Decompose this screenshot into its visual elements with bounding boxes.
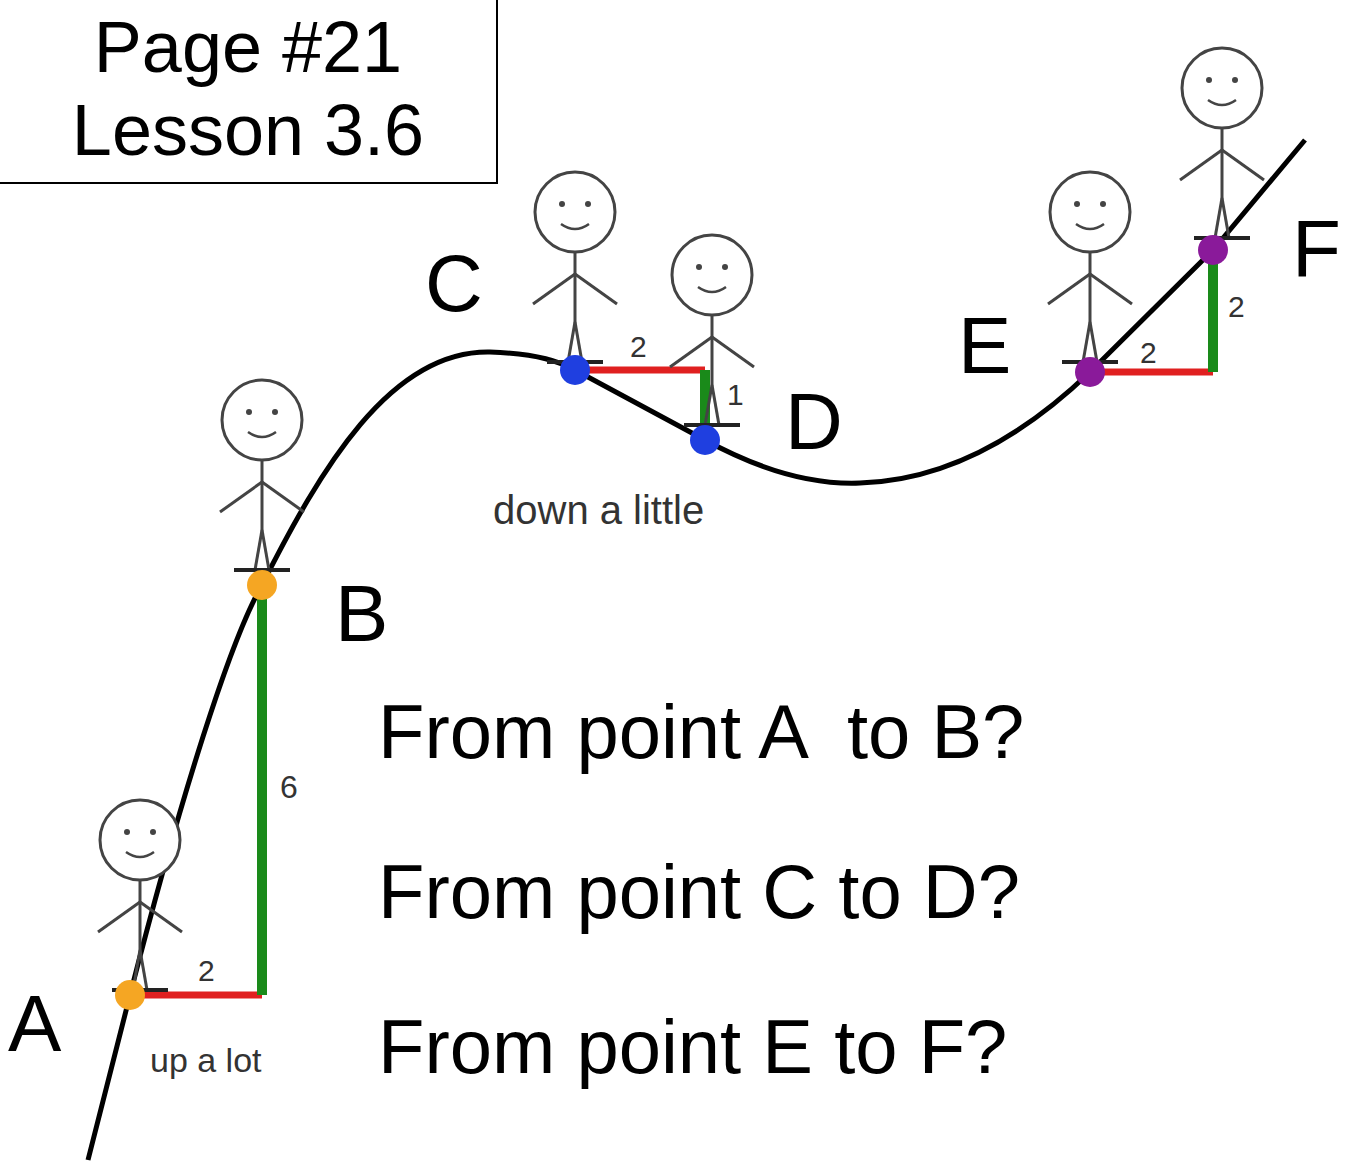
point-dot: [690, 425, 720, 455]
point-letter: D: [785, 378, 843, 466]
stick-figure: [220, 380, 304, 570]
stick-figure: [98, 800, 182, 990]
point-dot: [560, 355, 590, 385]
point-letter: E: [958, 302, 1011, 390]
point-dot: [1198, 235, 1228, 265]
title-box: Page #21 Lesson 3.6: [0, 0, 498, 184]
point-letter: C: [425, 240, 483, 328]
point-letter: F: [1292, 205, 1341, 293]
run-number: 2: [198, 954, 215, 987]
run-segment: [575, 367, 705, 374]
point-letter: A: [8, 980, 61, 1068]
rise-segment: [257, 585, 267, 995]
curve: [88, 140, 1305, 1160]
rise-number: 2: [1228, 290, 1245, 323]
run-number: 2: [630, 330, 647, 363]
run-segment: [1090, 369, 1213, 376]
stick-figure: [670, 235, 754, 425]
rise-number: 1: [727, 378, 744, 411]
rise-segment: [1208, 250, 1218, 372]
page-lesson-text: Page #21 Lesson 3.6: [14, 6, 482, 172]
caption-note: up a lot: [150, 1042, 262, 1079]
run-number: 2: [1140, 336, 1157, 369]
question-text: From point C to D?: [378, 850, 1020, 934]
stick-figure: [1048, 172, 1132, 362]
point-dot: [1075, 357, 1105, 387]
stick-figure: [1180, 48, 1264, 238]
rise-number: 6: [280, 770, 298, 805]
point-dot: [115, 980, 145, 1010]
run-segment: [130, 992, 262, 999]
stick-figure: [533, 172, 617, 362]
point-dot: [247, 570, 277, 600]
caption-note: down a little: [493, 488, 704, 532]
question-text: From point E to F?: [378, 1005, 1007, 1089]
question-text: From point A to B?: [378, 690, 1024, 774]
point-letter: B: [335, 570, 388, 658]
